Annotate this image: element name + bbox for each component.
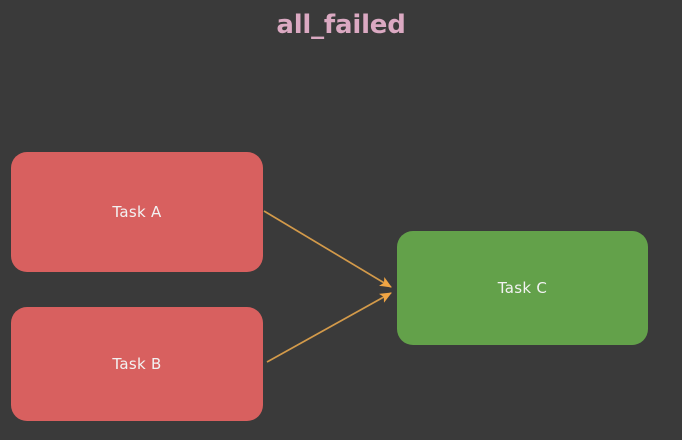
task-node-label: Task B [112,355,162,373]
task-node-task-a[interactable]: Task A [11,152,263,272]
task-node-label: Task C [497,279,548,297]
task-node-label: Task A [112,203,162,221]
edge-task-a-to-task-c [263,210,392,288]
task-node-task-c[interactable]: Task C [397,231,648,345]
edge-task-b-to-task-c [266,292,392,363]
task-node-task-b[interactable]: Task B [11,307,263,421]
page-title: all_failed [276,10,406,40]
